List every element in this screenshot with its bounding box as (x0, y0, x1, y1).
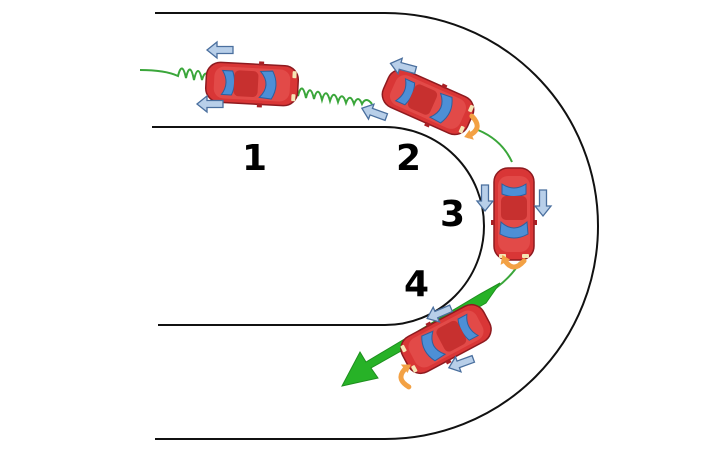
car-1 (196, 41, 300, 113)
direction-arrow-icon (534, 189, 552, 217)
car-icon (375, 61, 481, 143)
track (152, 12, 599, 440)
direction-arrow-icon (206, 41, 234, 59)
car-4 (393, 296, 499, 387)
outer-track-edge (155, 12, 599, 440)
car-icon (490, 167, 538, 261)
step-label-2: 2 (396, 138, 421, 179)
step-label-1: 1 (242, 138, 267, 179)
direction-arrow-icon (358, 100, 390, 126)
car-2 (358, 54, 481, 143)
step-label-3: 3 (440, 194, 465, 235)
inner-track-edge (152, 126, 485, 326)
step-label-4: 4 (404, 264, 429, 305)
car-3 (476, 167, 552, 268)
